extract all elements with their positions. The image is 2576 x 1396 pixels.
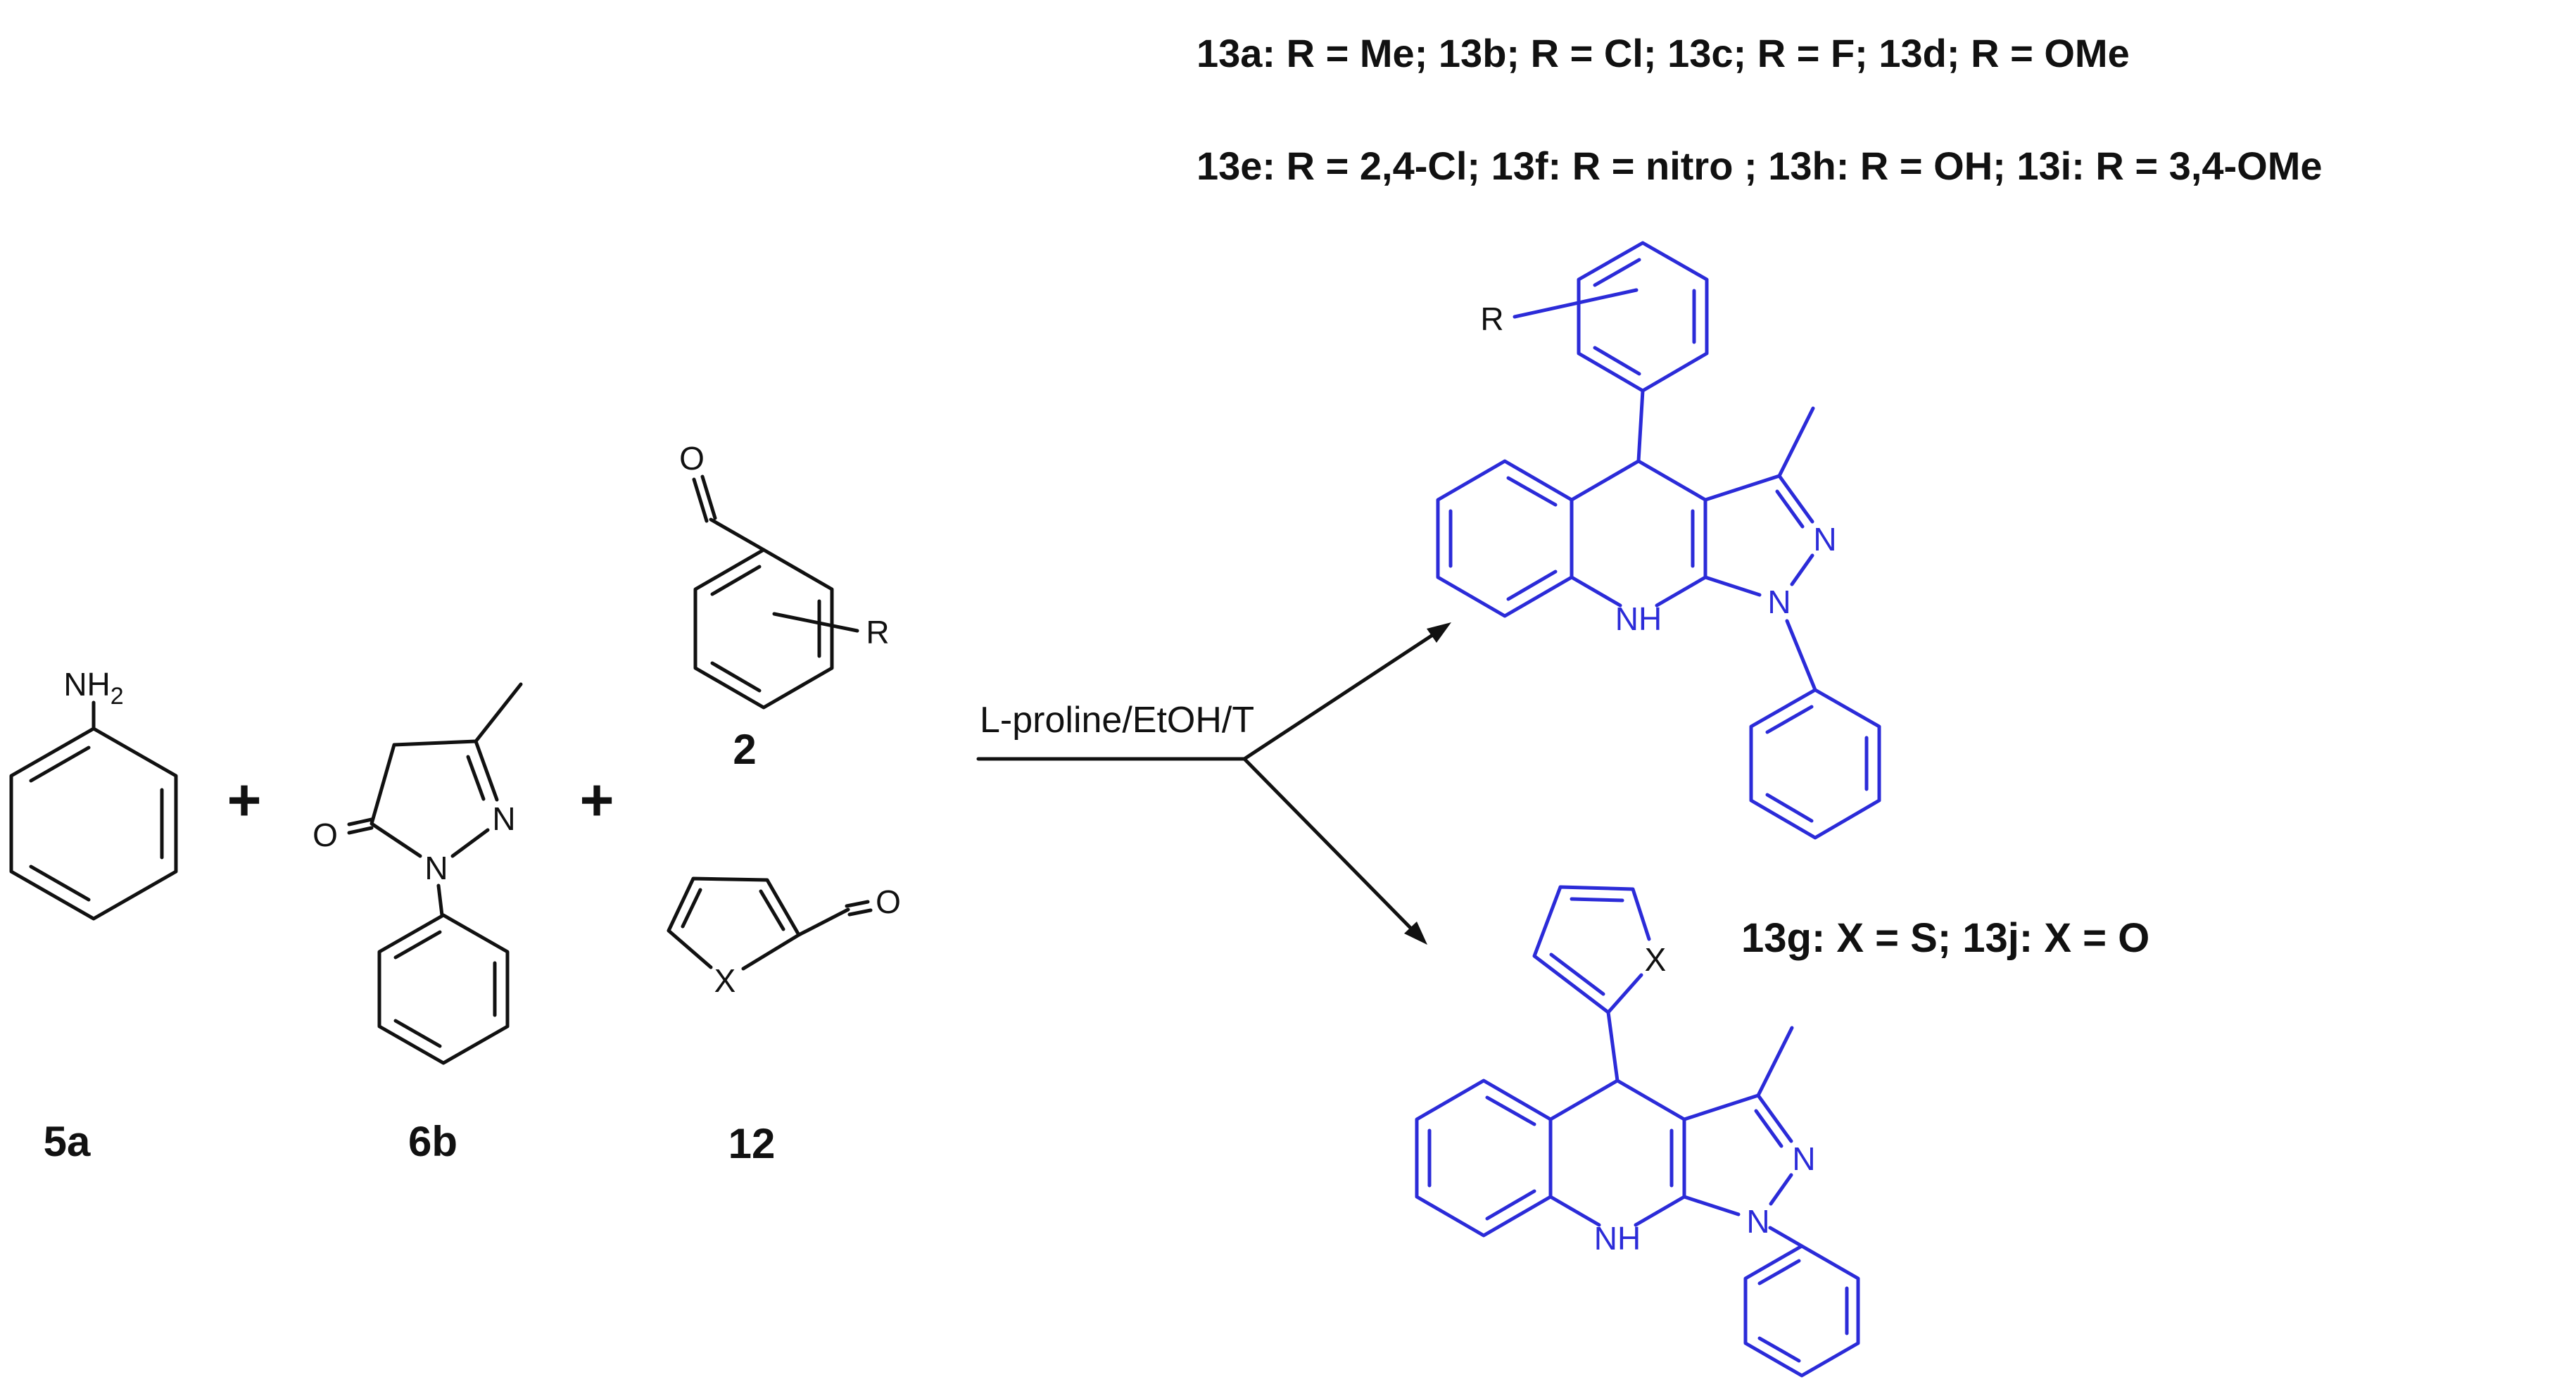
- pyrazolone-n1-label: N: [424, 850, 448, 886]
- substituent-key-line1: 13a: R = Me; 13b; R = Cl; 13c; R = F; 13…: [1197, 31, 2130, 75]
- product-nh-label: NH: [1615, 600, 1662, 637]
- plus-sign-left: +: [227, 767, 261, 833]
- compound-label-2: 2: [733, 726, 756, 773]
- benzene-ring: [9, 700, 178, 921]
- arrow-upper-head: [1427, 622, 1451, 643]
- product-r-label: R: [1480, 301, 1503, 337]
- arrow-lower-head: [1404, 922, 1427, 945]
- n-phenyl-ring: [377, 913, 510, 1065]
- product-n2-label: N: [1813, 521, 1836, 558]
- benzaldehyde-structure: O R 2: [679, 440, 890, 773]
- hetero-ring-bonds: [667, 876, 801, 971]
- pyrazolone-n2-label: N: [492, 800, 515, 837]
- aniline-structure: NH2 5a: [9, 666, 178, 1165]
- hetero-product-structure: X N N NH 13g: X = S; 13j: X = O: [1415, 885, 2149, 1378]
- product-n1-label: N: [1767, 584, 1791, 620]
- arrow-lower-line: [1242, 757, 1413, 930]
- product-middle-ring-bonds: [1570, 459, 1707, 608]
- pyrazolone-ring-bonds: [370, 682, 523, 917]
- product2-pyrazole-bonds: [1682, 1026, 1804, 1248]
- product2-middle-ring-bonds: [1548, 1079, 1686, 1227]
- substituent-key-line2: 13e: R = 2,4-Cl; 13f: R = nitro ; 13h: R…: [1197, 144, 2323, 188]
- product2-nh-label: NH: [1594, 1220, 1641, 1257]
- compound-label-6b: 6b: [408, 1118, 457, 1165]
- arrow-upper-line: [1242, 634, 1434, 761]
- reaction-conditions-label: L-proline/EtOH/T: [980, 700, 1254, 741]
- product-top-aryl-double-bonds: [1593, 258, 1696, 376]
- product2-n-phenyl-ring: [1743, 1244, 1860, 1378]
- aryl-product-structure: R N N NH: [1436, 241, 1881, 840]
- hetero-ring-double-bonds: [681, 888, 785, 931]
- benzaldehyde-ring: [693, 548, 834, 710]
- aniline-nh2-label: NH2: [63, 666, 123, 710]
- product2-c4-hetero-bond: [1606, 1010, 1620, 1083]
- compound-label-5a: 5a: [44, 1118, 91, 1165]
- pyrazolone-cn-double-bond: [466, 739, 499, 802]
- product-pyrazole-cn-double-bond: [1775, 474, 1814, 529]
- pyrazolone-o-label: O: [312, 817, 338, 853]
- product-r-bond: [1513, 288, 1639, 319]
- benzene-double-bonds: [29, 746, 164, 902]
- product-benzo-double-bonds: [1448, 476, 1558, 601]
- benzaldehyde-ring-double-bonds: [710, 565, 821, 693]
- compound-label-12: 12: [728, 1120, 776, 1167]
- product-c4-aryl-bond: [1636, 389, 1645, 463]
- benzaldehyde-r-bond: [772, 612, 859, 633]
- n-phenyl-double-bonds: [393, 930, 497, 1048]
- benzaldehyde-cho-bonds: [692, 474, 766, 552]
- pyrazolone-structure: O N N 6b: [312, 682, 523, 1165]
- plus-sign-right: +: [579, 767, 614, 833]
- product-n-phenyl-double-bonds: [1765, 705, 1869, 823]
- product2-n2-label: N: [1792, 1140, 1815, 1177]
- hetero-o-label: O: [876, 883, 901, 920]
- substituent-key: 13a: R = Me; 13b; R = Cl; 13c; R = F; 13…: [1197, 31, 2323, 188]
- product2-n1-label: N: [1746, 1203, 1769, 1240]
- product2-hetero-double-bonds: [1549, 897, 1624, 996]
- product2-n-phenyl-double-bonds: [1757, 1259, 1849, 1363]
- product2-benzo-double-bonds: [1427, 1095, 1536, 1221]
- benzaldehyde-o-label: O: [679, 440, 705, 477]
- product-pyrazole-bonds: [1703, 406, 1817, 692]
- benzaldehyde-r-label: R: [866, 614, 889, 650]
- product-n-phenyl-ring: [1749, 688, 1881, 840]
- pyrazolone-carbonyl-double-bond: [347, 817, 374, 835]
- reaction-arrows: L-proline/EtOH/T: [976, 622, 1451, 945]
- product-benzo-ring: [1436, 459, 1574, 618]
- product2-hetero-ring-bonds: [1532, 885, 1651, 1014]
- product2-pyrazole-cn-double-bond: [1754, 1093, 1793, 1148]
- hetero-cho-bonds: [797, 900, 873, 937]
- product2-x-label: X: [1645, 941, 1667, 978]
- product-top-aryl-ring: [1577, 241, 1709, 393]
- hetero-aldehyde-structure: X O 12: [667, 876, 901, 1167]
- product2-benzo-ring: [1415, 1079, 1553, 1238]
- product2-caption: 13g: X = S; 13j: X = O: [1741, 915, 2149, 961]
- hetero-x-label: X: [714, 962, 736, 999]
